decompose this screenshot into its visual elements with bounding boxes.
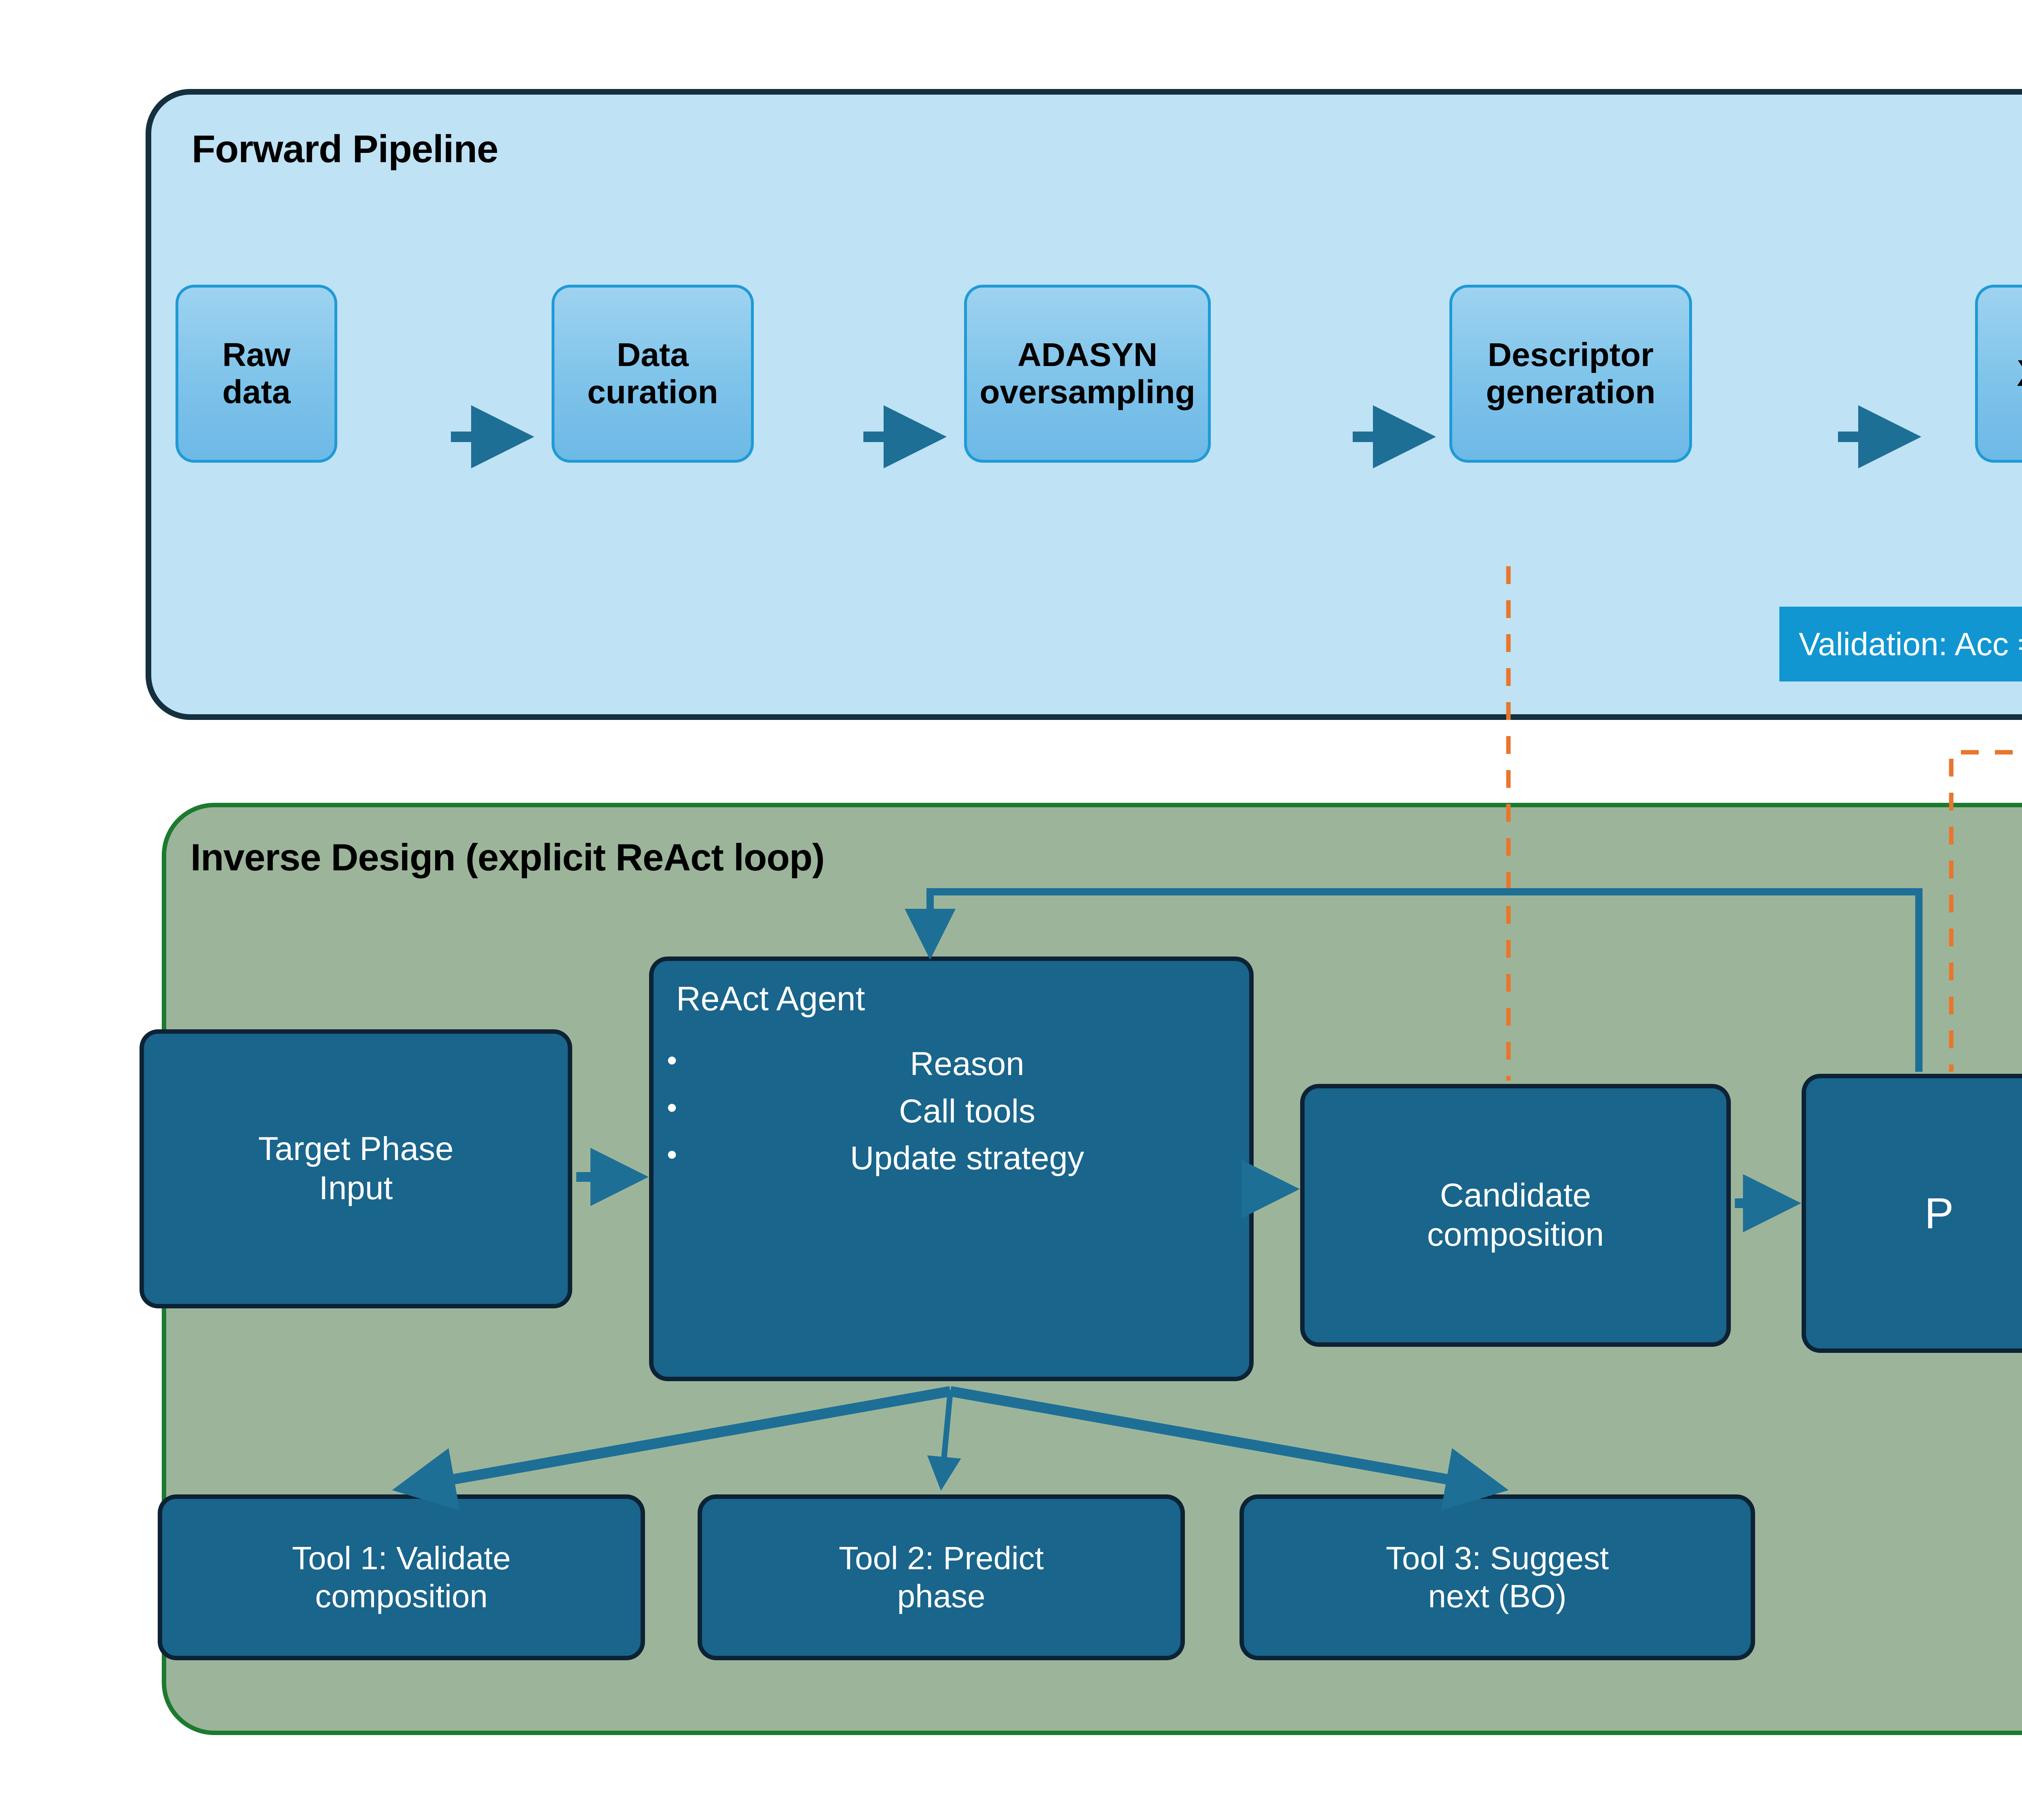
stage-box-adasyn[interactable]: ADASYN oversampling [964, 285, 1211, 463]
node-line: composition [1427, 1216, 1604, 1253]
node-tool-1-validate-composition[interactable]: Tool 1: Validate composition [158, 1494, 645, 1660]
stage-line: generation [1486, 374, 1656, 411]
node-line: Candidate [1440, 1177, 1591, 1214]
forward-pipeline-title: Forward Pipeline [192, 127, 498, 171]
forward-pipeline-panel: Forward Pipeline Raw data Data curation … [146, 89, 2022, 720]
react-agent-bullet-list: Reason Call tools Update strategy [660, 1040, 1242, 1182]
react-agent-bullet: Update strategy [667, 1134, 1242, 1182]
node-line: Input [319, 1170, 393, 1206]
node-tool-2-predict-phase[interactable]: Tool 2: Predict phase [698, 1494, 1185, 1660]
stage-line: ADASYN [1017, 336, 1158, 374]
stage-box-xgboost[interactable]: XGBoost [1975, 285, 2022, 463]
node-target-phase-input[interactable]: Target Phase Input [140, 1029, 572, 1308]
node-line: Tool 2: Predict [839, 1540, 1044, 1576]
stage-box-raw-data[interactable]: Raw data [176, 285, 337, 463]
node-line: P [1924, 1189, 1954, 1238]
node-line: phase [897, 1578, 986, 1614]
node-line: Target Phase [258, 1130, 454, 1168]
stage-line: Data [617, 336, 689, 374]
stage-line: oversampling [979, 374, 1195, 411]
stage-line: curation [587, 374, 718, 411]
node-tool-3-suggest-next[interactable]: Tool 3: Suggest next (BO) [1239, 1494, 1755, 1660]
node-react-agent[interactable]: ReAct Agent Reason Call tools Update str… [649, 957, 1254, 1381]
stage-line: Descriptor [1487, 336, 1654, 374]
react-agent-bullet: Call tools [667, 1087, 1242, 1135]
stage-line: data [222, 374, 291, 411]
node-line: Tool 1: Validate [292, 1540, 511, 1576]
stage-line: Raw [222, 336, 291, 374]
react-agent-bullet: Reason [667, 1040, 1242, 1088]
validation-metrics-banner: Validation: Acc = 94.7 %, F1_macro= 89.6… [1779, 607, 2022, 681]
node-line: next (BO) [1428, 1578, 1567, 1614]
node-line: composition [315, 1578, 488, 1614]
node-line: Tool 3: Suggest [1385, 1540, 1609, 1576]
forward-pipeline-stages: Raw data Data curation ADASYN oversampli… [151, 95, 2022, 714]
stage-line: XGBoost [2017, 353, 2022, 394]
inverse-design-title: Inverse Design (explicit ReAct loop) [190, 836, 825, 878]
node-candidate-composition[interactable]: Candidate composition [1300, 1084, 1731, 1347]
react-agent-title: ReAct Agent [676, 980, 865, 1018]
stage-box-data-curation[interactable]: Data curation [552, 285, 754, 463]
stage-box-descriptor-generation[interactable]: Descriptor generation [1449, 285, 1692, 463]
node-probability[interactable]: P [1802, 1074, 2022, 1353]
